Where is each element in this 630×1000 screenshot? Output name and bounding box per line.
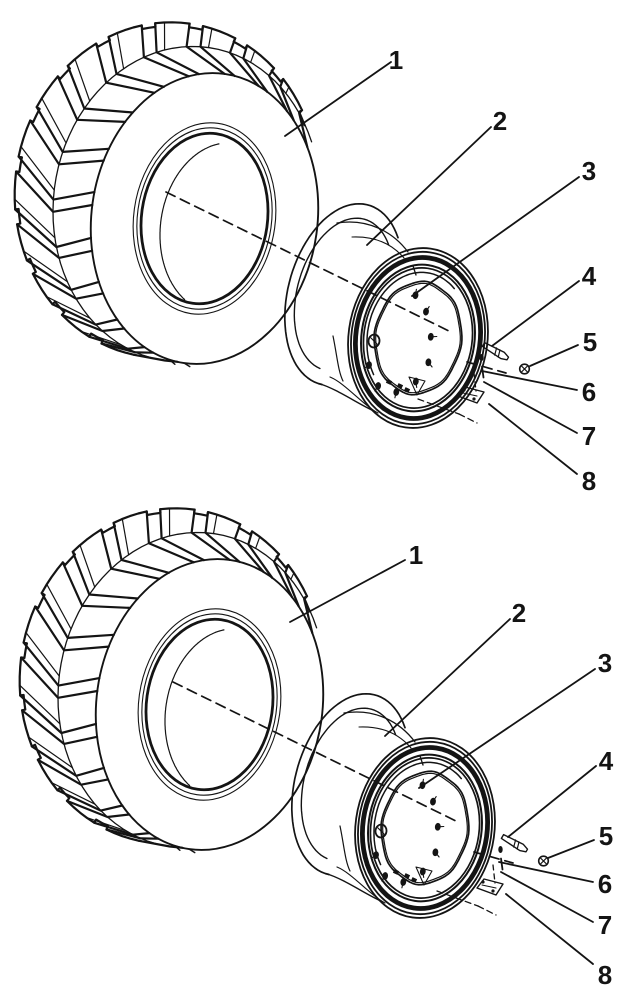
svg-text:1: 1 xyxy=(389,45,403,75)
svg-text:1: 1 xyxy=(409,540,423,570)
svg-text:2: 2 xyxy=(512,598,526,628)
svg-text:6: 6 xyxy=(582,377,596,407)
svg-text:5: 5 xyxy=(599,821,613,851)
svg-text:2: 2 xyxy=(493,106,507,136)
svg-text:7: 7 xyxy=(582,421,596,451)
svg-text:3: 3 xyxy=(582,156,596,186)
svg-text:3: 3 xyxy=(598,648,612,678)
svg-text:4: 4 xyxy=(582,261,597,291)
svg-text:5: 5 xyxy=(583,327,597,357)
svg-text:7: 7 xyxy=(598,910,612,940)
svg-text:8: 8 xyxy=(598,960,612,990)
svg-text:6: 6 xyxy=(598,869,612,899)
svg-text:4: 4 xyxy=(599,746,614,776)
svg-text:8: 8 xyxy=(582,466,596,496)
